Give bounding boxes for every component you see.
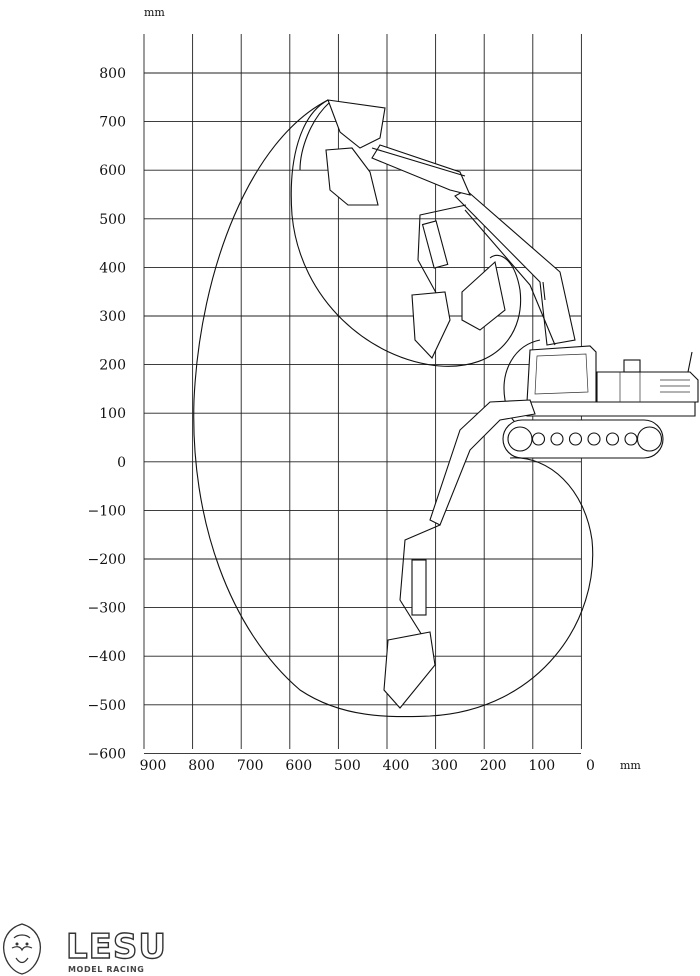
brand-name: LESU: [66, 927, 167, 967]
turntable: [526, 401, 696, 417]
y-tick-label: −200: [88, 552, 126, 568]
y-tick-label: 600: [99, 163, 126, 179]
lowered-arm-cylinder: [411, 559, 427, 616]
x-tick-label: 800: [188, 758, 215, 774]
x-tick-label: 100: [528, 758, 555, 774]
arm-cylinder: [371, 147, 466, 177]
x-tick-label: 500: [334, 758, 361, 774]
raised-bucket-icon: [327, 99, 386, 149]
mirror: [687, 351, 693, 373]
y-tick-label: 200: [99, 358, 126, 374]
curled-bucket-icon: [325, 147, 379, 206]
y-tick-label: 300: [99, 309, 126, 325]
y-tick-label: −500: [88, 698, 126, 714]
track-wheel: [531, 432, 546, 446]
y-tick-label: −300: [88, 601, 126, 617]
y-tick-label: −100: [88, 503, 126, 519]
brand-tagline: MODEL RACING: [68, 965, 144, 974]
cab-window: [534, 353, 589, 395]
brand-logo: LESU MODEL RACING: [2, 923, 167, 975]
excavator-icon: [325, 99, 699, 709]
y-tick-label: −600: [88, 746, 126, 762]
inner-upper-curve: [299, 101, 331, 171]
arm: [371, 144, 471, 196]
cab: [526, 345, 597, 403]
x-tick-label: 400: [383, 758, 410, 774]
lowered-arm: [399, 524, 441, 641]
mid-curled-bucket-icon: [461, 260, 506, 331]
boom-pin: [542, 281, 546, 301]
mid-arm: [417, 204, 467, 301]
track-frame: [502, 419, 664, 459]
lion-head-icon: [2, 923, 42, 975]
mid-bucket-icon: [411, 291, 451, 359]
y-tick-label: 0: [117, 455, 126, 471]
y-tick-label: 700: [99, 115, 126, 131]
track-wheel: [636, 426, 663, 452]
x-axis-unit: mm: [620, 759, 641, 772]
mid-arm-cylinder: [421, 220, 449, 269]
engine-vents: [619, 372, 690, 402]
x-tick-label: 0: [586, 758, 595, 774]
x-tick-label: 200: [480, 758, 507, 774]
track-wheels: [507, 426, 663, 452]
track-wheel: [568, 432, 583, 446]
track-wheel: [587, 432, 601, 446]
x-tick-label: 900: [140, 758, 167, 774]
y-tick-label: 100: [99, 406, 126, 422]
y-tick-label: 400: [99, 260, 126, 276]
track-wheel: [507, 426, 533, 452]
track-wheel: [605, 432, 620, 446]
outer-reach-envelope: [193, 99, 594, 718]
lowered-boom: [429, 399, 536, 526]
upper-dig-envelope: [290, 99, 522, 367]
y-axis-labels: 800 700 600 500 400 300 200 100 0 −100 −200 −300 −40…: [88, 66, 126, 762]
exhaust-stack: [623, 359, 641, 373]
y-tick-label: 500: [99, 212, 126, 228]
track-wheel: [624, 432, 638, 446]
y-tick-label: −400: [88, 649, 126, 665]
boom-cylinder: [464, 209, 556, 346]
lowered-bucket-icon: [383, 631, 436, 709]
x-axis-labels: 900 800 700 600 500 400 300 200 100 0: [140, 758, 595, 774]
y-tick-label: 800: [99, 66, 126, 82]
y-axis-unit: mm: [144, 6, 165, 19]
engine-housing: [596, 371, 699, 403]
track-wheel: [550, 432, 564, 446]
x-tick-label: 700: [237, 758, 264, 774]
x-tick-label: 300: [431, 758, 458, 774]
x-tick-label: 600: [285, 758, 312, 774]
